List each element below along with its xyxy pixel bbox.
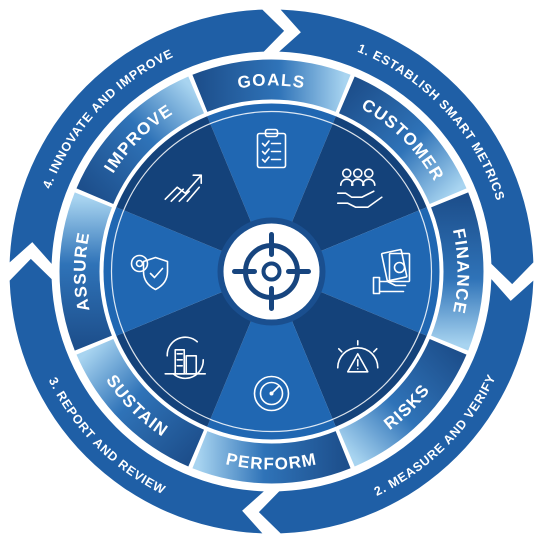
money-hand-icon [372,248,411,295]
speedometer-icon [253,375,290,412]
label-band-segment [338,76,467,205]
growth-chart-icon [164,174,203,203]
segment-wedge [103,207,272,336]
segment-wedge [271,116,427,272]
label-band-segment [431,192,484,351]
label-band-segment [192,59,351,112]
label-band-segment [59,192,112,351]
segment-label: GOALS [236,70,306,92]
segment-label: ASSURE [70,230,93,313]
label-band-segment [76,76,205,205]
outer-arrow-segment [279,9,534,285]
hand-people-icon [336,168,383,209]
segment-wedge [207,271,336,440]
risk-gauge-warning-icon [336,339,379,373]
gear-shield-badge-icon [130,254,169,291]
segment-wedge [271,207,440,336]
label-band-segment [338,338,467,467]
segment-wedge [116,271,272,427]
label-band-segment [76,338,205,467]
label-band-segment [192,431,351,484]
inner-segments [103,103,440,440]
outer-arrow-segment [258,279,534,534]
segment-label: FINANCE [449,227,473,316]
clipboard-checklist-icon [256,128,287,169]
outer-arrow-segment [9,9,285,264]
target-crosshair-icon [232,232,311,311]
center-disc [223,223,320,320]
sustainable-buildings-icon [164,336,207,380]
center-hub [217,217,326,326]
segment-wedge [207,103,336,272]
outer-arrow-segment [9,258,264,534]
